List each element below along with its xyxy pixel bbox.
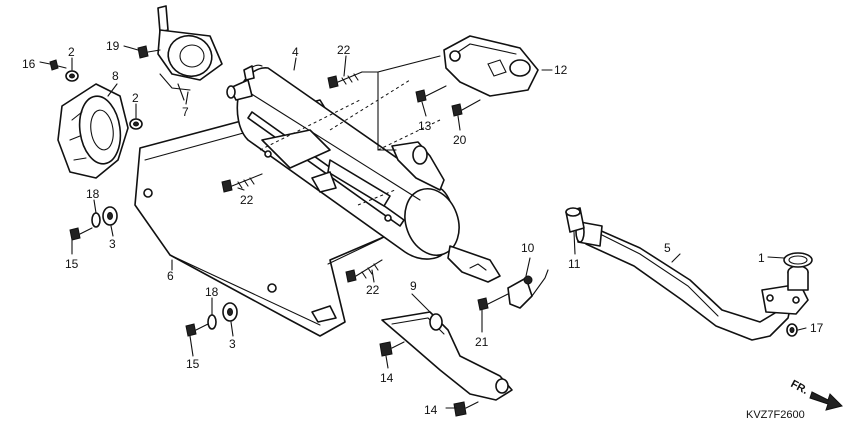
bolt-22-part <box>327 71 363 89</box>
exhaust-pipe-part <box>575 221 809 341</box>
callout-21: 21 <box>475 335 489 349</box>
callout-22: 22 <box>366 283 380 297</box>
alignment-line <box>357 189 396 206</box>
grommet-3-part <box>222 302 238 322</box>
bolt-22-part <box>345 259 383 283</box>
bolt-14-part <box>453 401 479 417</box>
callout-11: 11 <box>568 257 581 271</box>
callout-17: 17 <box>810 321 824 335</box>
grommet-3-part <box>102 206 118 226</box>
bolt-15-part <box>185 323 209 337</box>
callout-18: 18 <box>86 187 100 201</box>
bolt-19-part <box>137 45 161 59</box>
callout-2: 2 <box>68 45 75 59</box>
callout-15: 15 <box>65 257 79 271</box>
gasket-part <box>783 252 813 268</box>
callout-4: 4 <box>292 45 299 59</box>
end-cap-part <box>57 83 129 179</box>
nut-2-part <box>129 118 143 130</box>
callout-7: 7 <box>182 105 189 119</box>
callout-13: 13 <box>418 119 432 133</box>
callout-16: 16 <box>22 57 36 71</box>
joint-sleeve-part <box>565 207 585 233</box>
front-label: FR. <box>789 378 810 397</box>
callout-1: 1 <box>758 251 765 265</box>
arrow-down-right-icon <box>809 391 843 411</box>
callout-15: 15 <box>186 357 200 371</box>
callout-20: 20 <box>453 133 467 147</box>
stay-bracket-part <box>381 311 513 401</box>
bolt-20-part <box>451 99 481 117</box>
diagram-code: KVZ7F2600 <box>746 409 805 421</box>
leader-frame <box>361 71 397 151</box>
callout-14: 14 <box>380 371 394 385</box>
callout-18: 18 <box>205 285 219 299</box>
callout-3: 3 <box>109 237 116 251</box>
pipe-clamp-part <box>507 269 549 309</box>
callout-10: 10 <box>521 241 535 255</box>
callout-5: 5 <box>664 241 671 255</box>
bolt-14-part <box>379 341 405 357</box>
washer-18-part <box>91 212 101 228</box>
muffler-part <box>226 64 501 283</box>
leader-lines <box>39 45 807 409</box>
bolt-15-part <box>69 227 93 241</box>
bolt-13-part <box>415 85 447 103</box>
callout-3: 3 <box>229 337 236 351</box>
callout-22: 22 <box>240 193 254 207</box>
bolt-21-part <box>477 293 509 311</box>
bolt-16-part <box>49 59 79 82</box>
washer-18-part <box>207 314 217 330</box>
callout-22: 22 <box>337 43 351 57</box>
callout-8: 8 <box>112 69 119 83</box>
callout-6: 6 <box>167 269 174 283</box>
alignment-line <box>259 99 361 151</box>
callout-19: 19 <box>106 39 120 53</box>
muffler-bracket-part <box>443 35 539 97</box>
alignment-line <box>329 79 411 131</box>
front-direction-indicator: FR. <box>789 378 843 411</box>
nut-17-part <box>786 323 798 337</box>
callout-2: 2 <box>132 91 139 105</box>
callout-12: 12 <box>554 63 568 77</box>
bolt-22-part <box>221 173 263 193</box>
leader-frame <box>377 55 441 73</box>
callout-9: 9 <box>410 279 417 293</box>
inlet-cover-part <box>157 5 223 101</box>
callout-14: 14 <box>424 403 438 417</box>
